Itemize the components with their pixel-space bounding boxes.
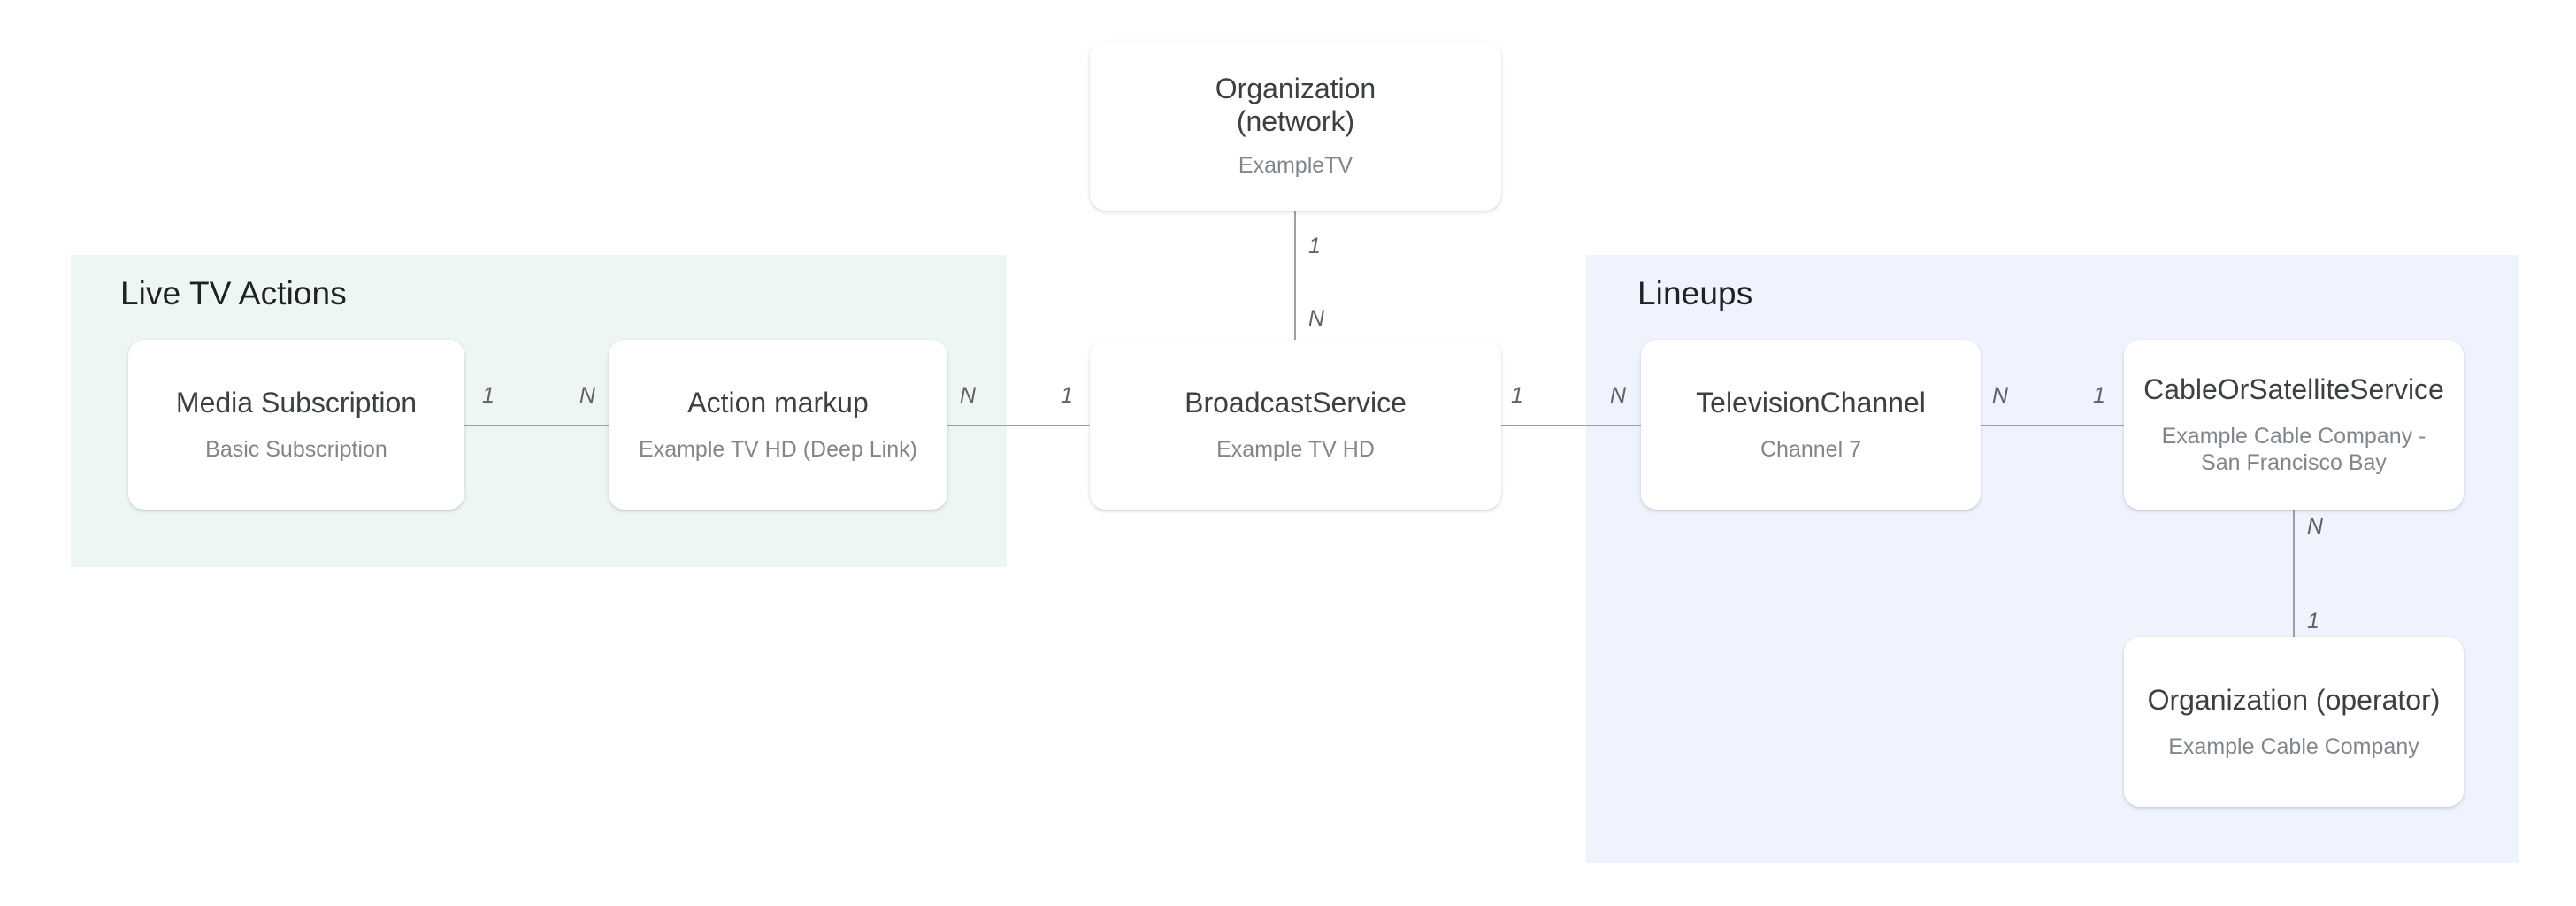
node-title-organization-operator: Organization (operator)	[2147, 683, 2441, 716]
cardinality-cable-or-satellite-service-in: 1	[2093, 383, 2105, 408]
node-subtitle-television-channel: Channel 7	[1760, 437, 1861, 463]
node-media-subscription[interactable]: Media Subscription Basic Subscription	[128, 340, 464, 510]
node-organization-operator[interactable]: Organization (operator) Example Cable Co…	[2124, 637, 2464, 807]
group-title-live-tv-actions: Live TV Actions	[120, 275, 347, 311]
connector-television-channel-to-cable-or-satellite-service	[1981, 425, 2124, 426]
cardinality-broadcast-service-in-left: 1	[1061, 383, 1073, 408]
connector-media-subscription-to-action-markup	[464, 425, 609, 426]
node-action-markup[interactable]: Action markup Example TV HD (Deep Link)	[609, 340, 947, 510]
node-subtitle-organization-network: ExampleTV	[1238, 152, 1353, 178]
node-subtitle-broadcast-service: Example TV HD	[1216, 437, 1375, 463]
cardinality-organization-network-out: 1	[1308, 234, 1321, 258]
cardinality-broadcast-service-out-right: 1	[1511, 383, 1523, 408]
connector-organization-network-to-broadcast-service	[1294, 211, 1296, 340]
group-title-lineups: Lineups	[1637, 275, 1753, 311]
node-title-organization-network: Organization (network)	[1215, 73, 1376, 137]
cardinality-action-markup-out: N	[960, 383, 977, 408]
node-title-action-markup: Action markup	[687, 386, 869, 418]
connector-broadcast-service-to-television-channel	[1499, 425, 1641, 426]
connector-cable-or-satellite-service-to-organization-operator	[2293, 506, 2295, 637]
cardinality-media-subscription-out: 1	[482, 383, 494, 408]
cardinality-action-markup-in: N	[579, 383, 596, 408]
cardinality-television-channel-in: N	[1610, 383, 1627, 408]
node-title-broadcast-service: BroadcastService	[1184, 386, 1407, 418]
node-title-television-channel: TelevisionChannel	[1696, 386, 1926, 418]
connector-action-markup-to-broadcast-service	[947, 425, 1090, 426]
cardinality-organization-operator-in: 1	[2307, 609, 2319, 633]
node-subtitle-organization-operator: Example Cable Company	[2168, 734, 2419, 760]
node-subtitle-cable-or-satellite-service: Example Cable Company - San Francisco Ba…	[2161, 424, 2426, 476]
node-subtitle-action-markup: Example TV HD (Deep Link)	[639, 437, 917, 463]
node-subtitle-media-subscription: Basic Subscription	[205, 437, 387, 463]
node-organization-network[interactable]: Organization (network) ExampleTV	[1090, 41, 1501, 211]
node-title-cable-or-satellite-service: CableOrSatelliteService	[2143, 372, 2444, 405]
cardinality-broadcast-service-in-top: N	[1308, 306, 1325, 331]
cardinality-television-channel-out: N	[1992, 383, 2009, 408]
node-broadcast-service[interactable]: BroadcastService Example TV HD	[1090, 340, 1501, 510]
node-title-media-subscription: Media Subscription	[175, 386, 418, 418]
cardinality-cable-or-satellite-service-out: N	[2307, 514, 2324, 539]
node-television-channel[interactable]: TelevisionChannel Channel 7	[1641, 340, 1981, 510]
node-cable-or-satellite-service[interactable]: CableOrSatelliteService Example Cable Co…	[2124, 340, 2464, 510]
